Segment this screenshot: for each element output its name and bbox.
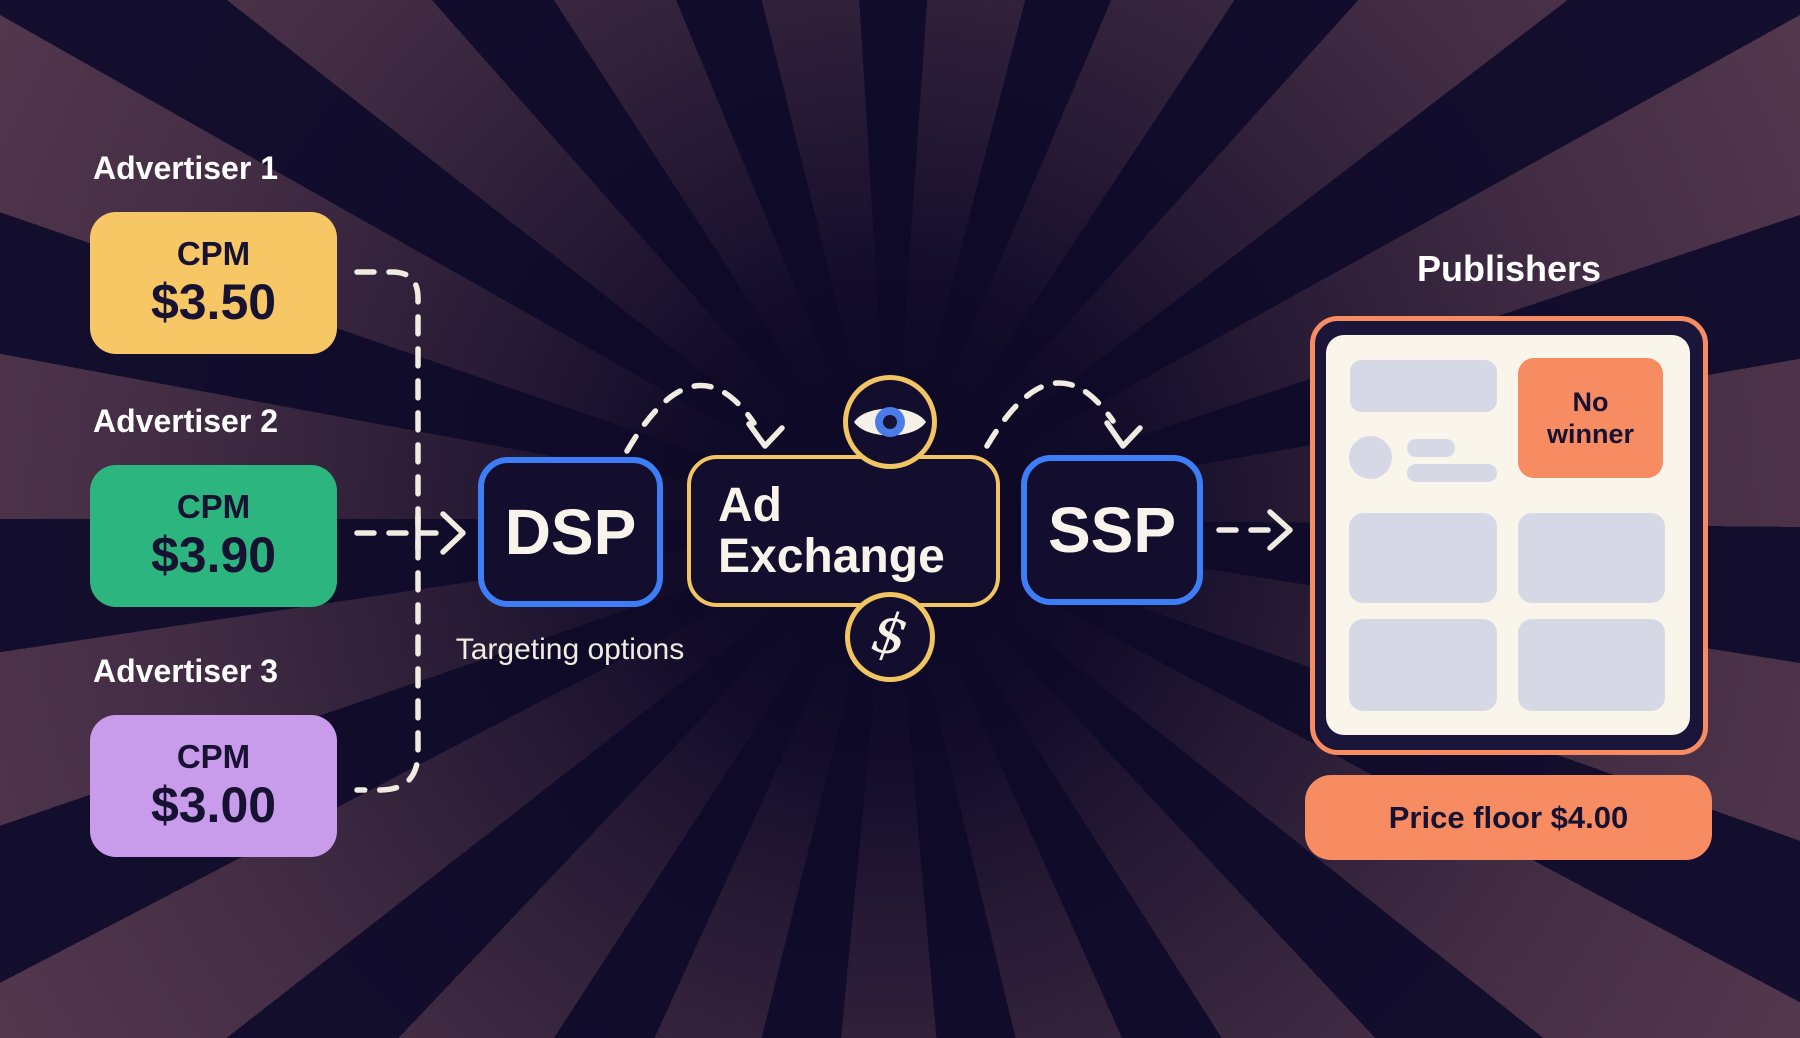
text-line-placeholder: [1407, 439, 1455, 457]
ad-exchange-label-line2: Exchange: [718, 530, 945, 583]
avatar-placeholder: [1349, 436, 1392, 479]
adexchange-arrowhead-icon: [746, 421, 785, 449]
advertiser-bracket-line: [354, 269, 421, 793]
advertiser-2-cpm-value: $3.90: [150, 526, 277, 583]
eye-icon: [854, 407, 926, 437]
price-floor-pill: Price floor $4.00: [1305, 775, 1712, 860]
ad-exchange-box: Ad Exchange: [687, 455, 1000, 607]
advertiser-2-bid-card: CPM $3.90: [90, 465, 337, 607]
dsp-to-adexchange-arc: [624, 382, 757, 454]
content-block-placeholder: [1349, 619, 1497, 711]
ssp-box: SSP: [1021, 455, 1203, 605]
dsp-box: DSP: [478, 457, 663, 607]
advertiser-2-label: Advertiser 2: [93, 403, 278, 439]
dsp-label: DSP: [504, 496, 637, 568]
content-block-placeholder: [1518, 513, 1665, 603]
dollar-sign-icon: $: [867, 599, 913, 670]
ad-exchange-label-line1: Ad: [718, 479, 782, 532]
publisher-page-mockup: No winner: [1326, 335, 1690, 735]
publishers-title: Publishers: [1416, 248, 1602, 289]
publisher-page-card: No winner: [1310, 316, 1708, 755]
ssp-arrowhead-icon: [1104, 420, 1143, 449]
text-line-placeholder: [1407, 464, 1497, 482]
payment-badge: $: [845, 592, 935, 682]
dsp-caption: Targeting options: [455, 633, 685, 666]
price-floor-label: Price floor $4.00: [1388, 799, 1629, 835]
dsp-arrowhead-icon: [440, 511, 466, 555]
advertiser-1-bid-card: CPM $3.50: [90, 212, 337, 354]
adexchange-to-ssp-arc: [984, 380, 1116, 449]
no-winner-ad-slot: No winner: [1518, 358, 1663, 478]
advertiser-2-cpm-label: CPM: [176, 488, 251, 526]
advertiser-1-label: Advertiser 1: [93, 150, 278, 186]
ad-slot-placeholder: [1350, 360, 1497, 412]
advertiser-3-cpm-value: $3.00: [150, 776, 277, 833]
ssp-label: SSP: [1047, 494, 1177, 566]
content-block-placeholder: [1518, 619, 1665, 711]
content-block-placeholder: [1349, 513, 1497, 603]
no-winner-label: No winner: [1546, 387, 1634, 449]
advertiser-3-bid-card: CPM $3.00: [90, 715, 337, 857]
publishers-arrowhead-icon: [1267, 509, 1293, 551]
impression-badge: [843, 375, 937, 469]
advertiser-1-cpm-label: CPM: [176, 235, 251, 273]
advertiser-3-cpm-label: CPM: [176, 738, 251, 776]
advertiser-1-cpm-value: $3.50: [150, 273, 277, 330]
advertiser-3-label: Advertiser 3: [93, 653, 278, 689]
